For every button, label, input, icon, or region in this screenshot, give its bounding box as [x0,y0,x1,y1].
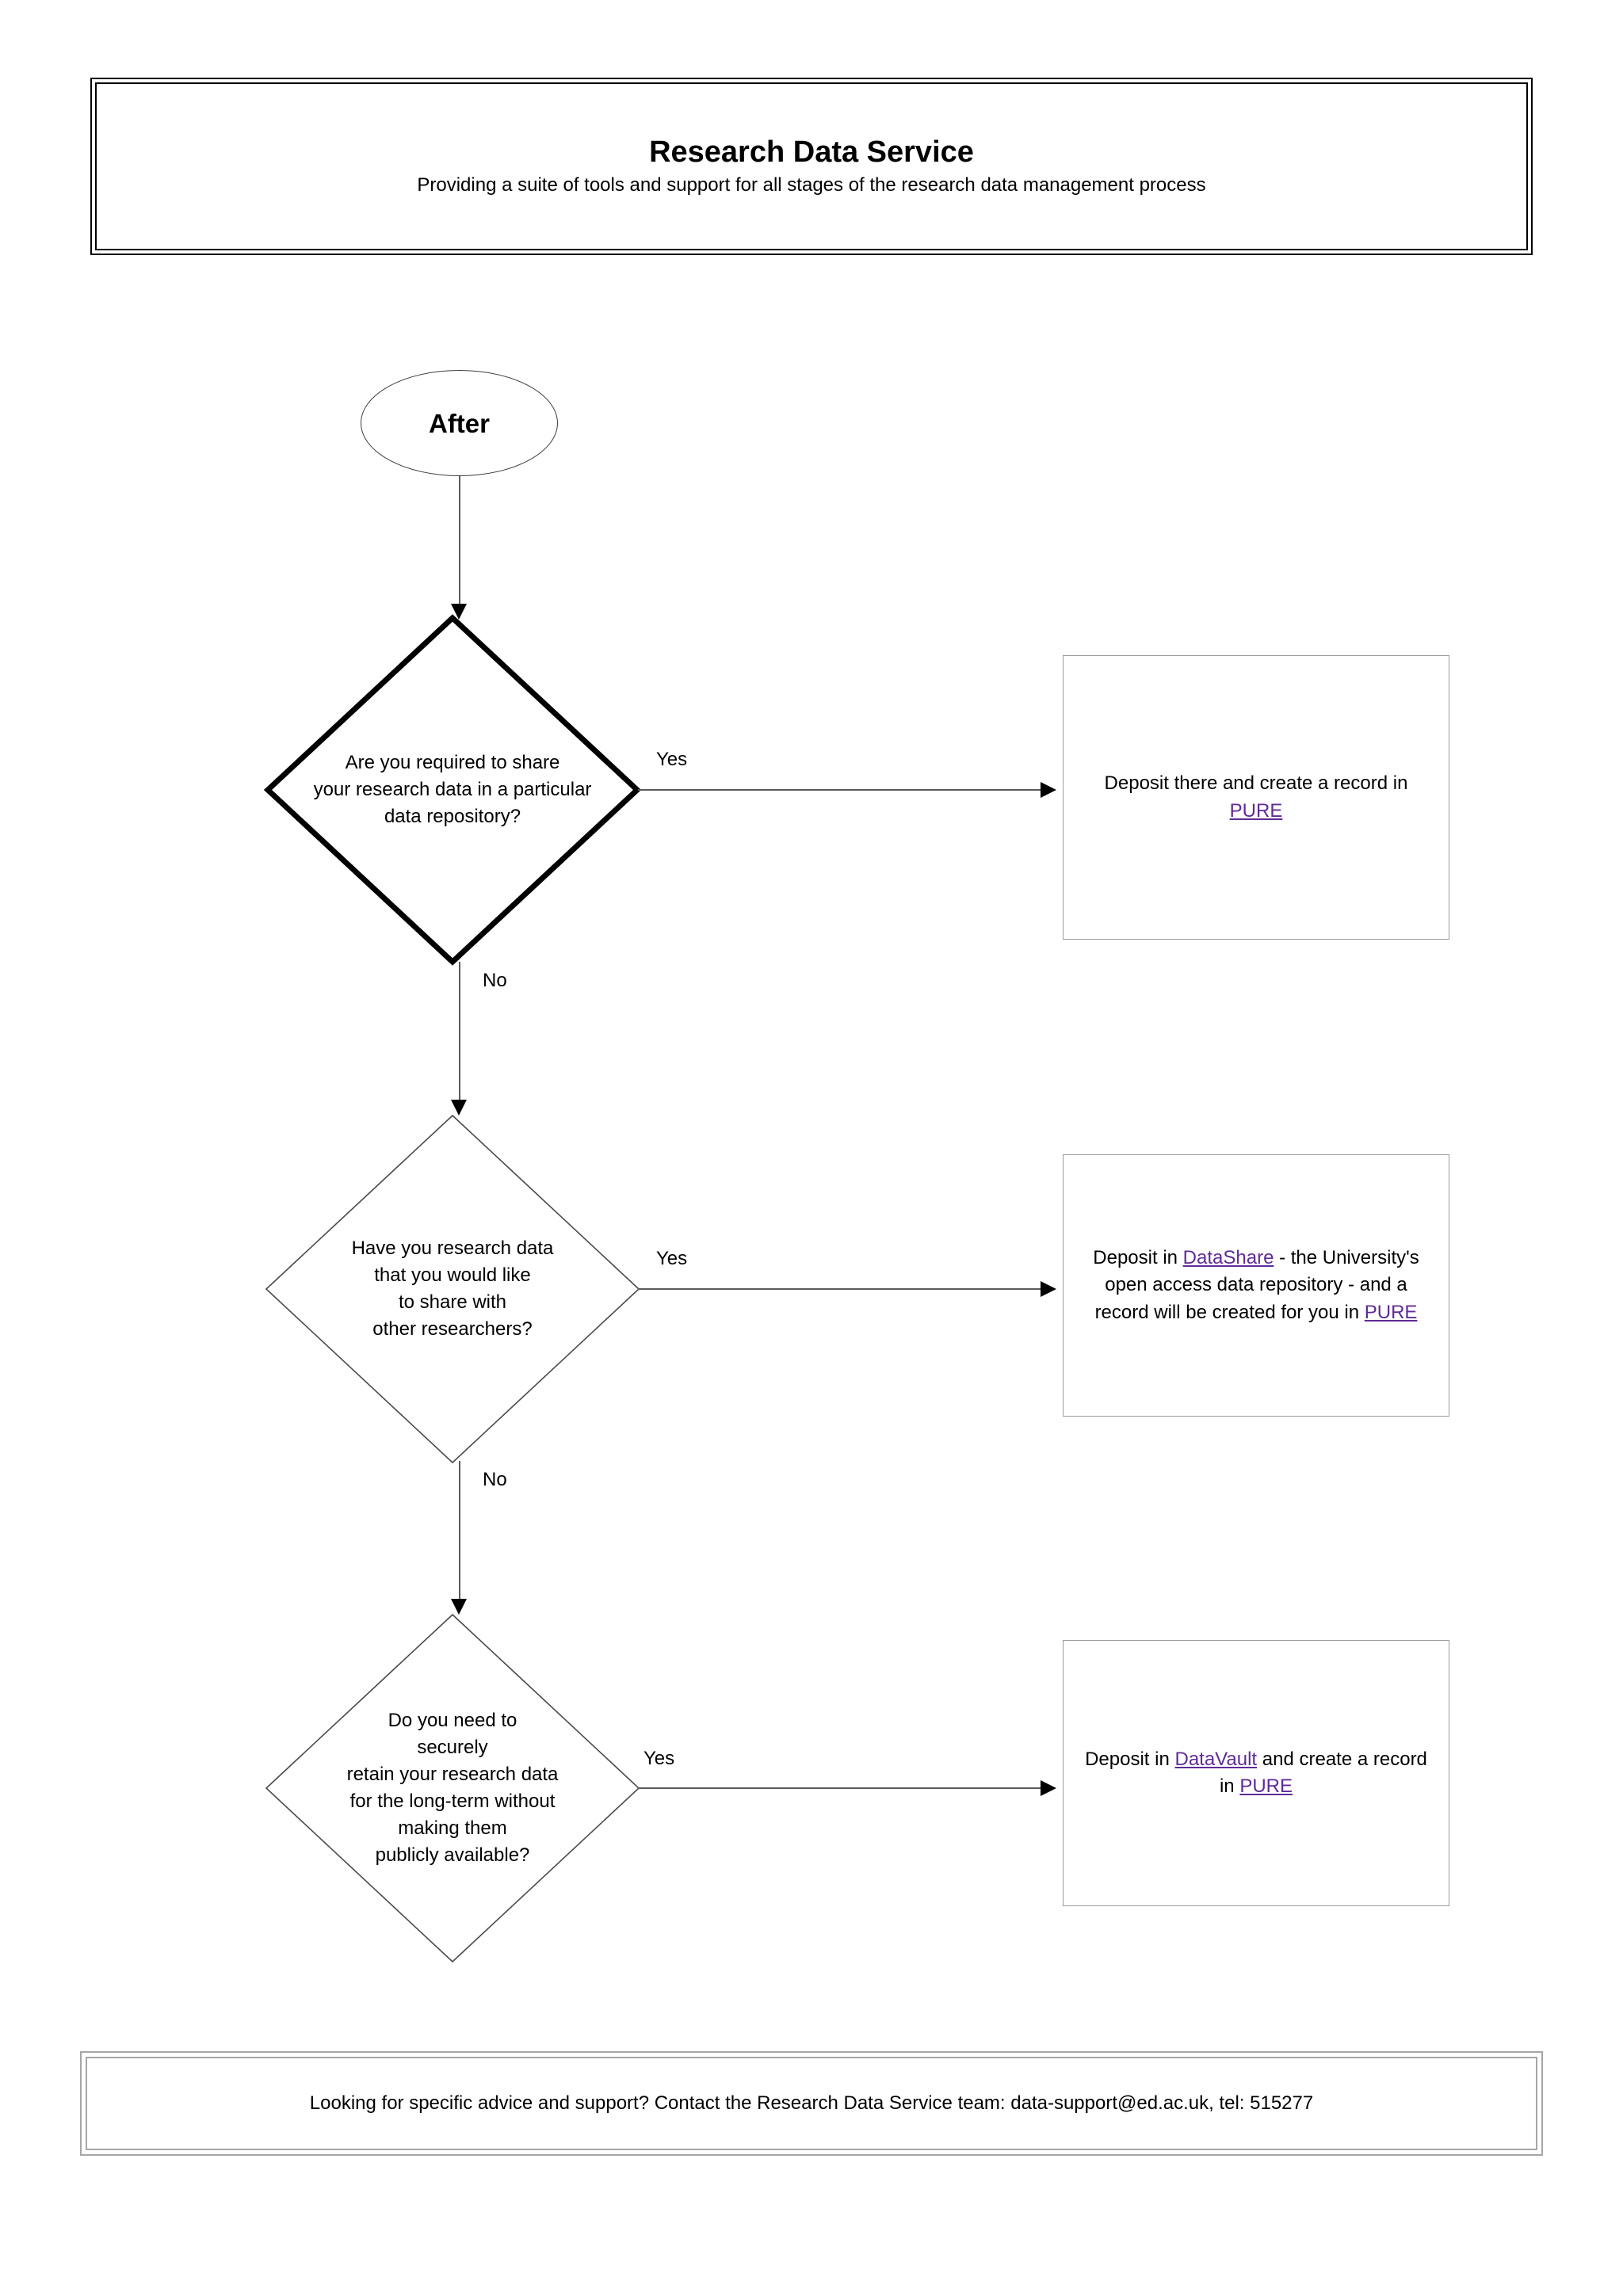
decision-node-1[interactable]: Are you required to share your research … [263,614,642,966]
arrowhead-decision1-yes [1041,782,1056,798]
outcome-text-segment: - the University's open access data repo… [1094,1247,1419,1323]
page-subtitle: Providing a suite of tools and support f… [417,174,1206,196]
decision-node-2-label: Have you research data that you would li… [351,1237,554,1341]
arrowhead-start-to-decision1 [451,604,467,620]
outcome-box-2[interactable]: Deposit in DataShare - the University's … [1063,1154,1449,1417]
edge-label-decision2-yes: Yes [656,1248,688,1269]
connector-decision2-yes [638,1288,1041,1290]
arrowhead-decision3-yes [1041,1780,1056,1796]
page-title: Research Data Service [649,135,974,169]
outcome-box-3-text: Deposit in DataVault and create a record… [1064,1746,1449,1800]
link-pure[interactable]: PURE [1239,1775,1293,1797]
connector-decision1-yes [638,789,1041,791]
link-datavault[interactable]: DataVault [1174,1748,1258,1770]
connector-start-to-decision1 [459,476,460,611]
header-banner: Research Data Service Providing a suite … [90,78,1533,255]
connector-decision3-yes [638,1787,1041,1789]
start-node-label: After [428,408,490,438]
outcome-box-1[interactable]: Deposit there and create a record in PUR… [1063,655,1449,940]
start-node-after[interactable]: After [361,370,558,476]
outcome-box-2-text: Deposit in DataShare - the University's … [1064,1245,1449,1325]
diamond-shape-3 [265,1613,640,1963]
link-pure[interactable]: PURE [1229,799,1283,822]
edge-label-decision2-no: No [483,1469,507,1490]
decision-node-1-label: Are you required to share your research … [313,751,592,828]
outcome-text-segment: and create a record in [1219,1748,1427,1797]
connector-decision2-no [459,1461,460,1605]
diamond-shape-2 [265,1114,640,1464]
footer-contact-text: Looking for specific advice and support?… [309,2092,1314,2114]
outcome-text-segment: Deposit in [1085,1748,1175,1770]
arrowhead-decision1-no [451,1100,467,1116]
outcome-text-segment: Deposit there and create a record in [1104,772,1408,795]
arrowhead-decision2-no [451,1599,467,1615]
header-banner-inner: Research Data Service Providing a suite … [95,82,1528,250]
edge-label-decision1-no: No [483,970,507,991]
decision-node-2[interactable]: Have you research data that you would li… [265,1114,640,1464]
footer-banner-inner: Looking for specific advice and support?… [86,2057,1537,2150]
link-pure[interactable]: PURE [1364,1301,1418,1323]
outcome-text-segment: Deposit in [1093,1247,1183,1269]
diamond-shape-1 [263,614,642,966]
outcome-box-1-text: Deposit there and create a record in PUR… [1064,770,1449,824]
edge-label-decision3-yes: Yes [643,1748,675,1769]
decision-node-3-label: Do you need to securely retain your rese… [346,1709,559,1867]
link-datashare[interactable]: DataShare [1182,1247,1274,1269]
decision-node-3[interactable]: Do you need to securely retain your rese… [265,1613,640,1963]
footer-banner: Looking for specific advice and support?… [80,2051,1543,2156]
outcome-box-3[interactable]: Deposit in DataVault and create a record… [1063,1640,1449,1906]
edge-label-decision1-yes: Yes [656,749,688,770]
arrowhead-decision2-yes [1041,1281,1056,1297]
connector-decision1-no [459,962,460,1106]
